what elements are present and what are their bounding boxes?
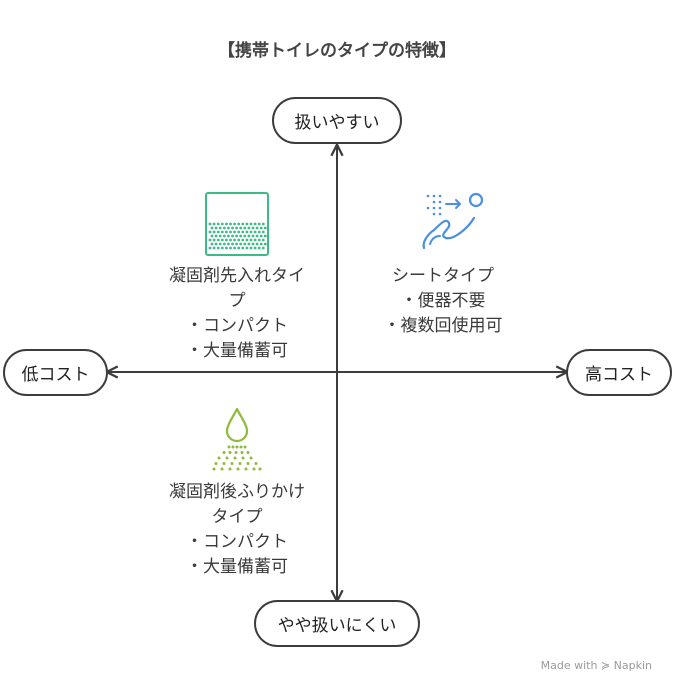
quadrant-bottom-left-name-1: 凝固剤後ふりかけ	[169, 482, 305, 502]
droplet-spray-icon	[212, 407, 262, 471]
quadrant-top-left-name-1: 凝固剤先入れタイ	[169, 266, 305, 286]
axis-label-left: 低コスト	[3, 349, 108, 396]
quadrant-top-right: シートタイプ ・便器不要 ・複数回使用可	[353, 264, 533, 339]
quadrant-top-right-name-1: シートタイプ	[392, 266, 494, 286]
quadrant-top-right-bullet-2: ・複数回使用可	[383, 316, 503, 336]
quadrant-top-left-name-2: プ	[228, 291, 246, 311]
axis-label-top: 扱いやすい	[272, 97, 402, 144]
quadrant-top-left-bullet-1: ・コンパクト	[186, 316, 288, 336]
quadrant-bottom-left: 凝固剤後ふりかけ タイプ ・コンパクト ・大量備蓄可	[137, 480, 337, 580]
quadrant-bottom-left-bullet-2: ・大量備蓄可	[186, 557, 288, 577]
quadrant-bottom-left-bullet-1: ・コンパクト	[186, 532, 288, 552]
sponge-box-icon	[205, 192, 269, 256]
quadrant-top-left: 凝固剤先入れタイ プ ・コンパクト ・大量備蓄可	[137, 264, 337, 364]
quadrant-top-right-bullet-1: ・便器不要	[400, 291, 486, 311]
axis-label-bottom: やや扱いにくい	[254, 600, 420, 647]
reclining-person-icon	[422, 192, 484, 250]
diagram-title: 【携帯トイレのタイプの特徴】	[218, 41, 456, 61]
quadrant-top-left-bullet-2: ・大量備蓄可	[186, 341, 288, 361]
axis-label-right: 高コスト	[566, 349, 672, 396]
napkin-watermark: Made with ≽ Napkin	[540, 659, 652, 672]
quadrant-bottom-left-name-2: タイプ	[211, 507, 263, 527]
